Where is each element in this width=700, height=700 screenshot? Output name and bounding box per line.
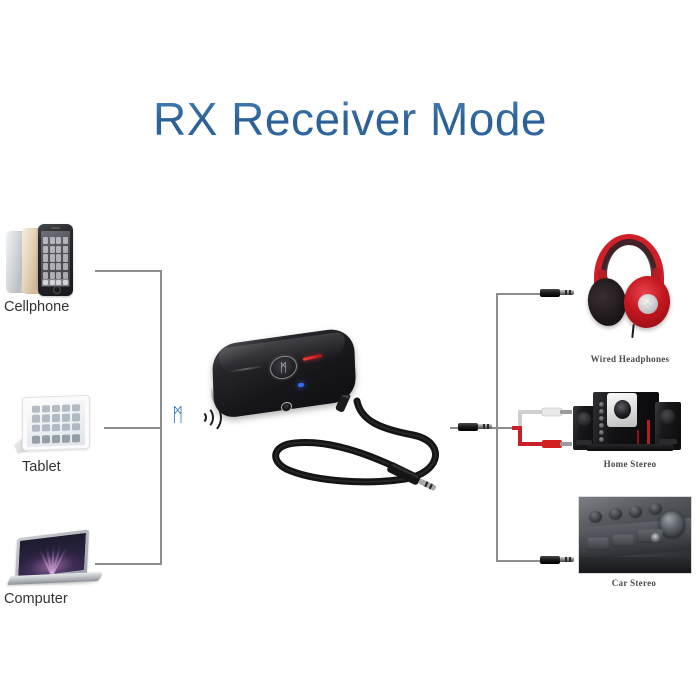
- satellite-speaker-right: [655, 402, 681, 450]
- source-tablet: [14, 394, 90, 458]
- source-computer: [6, 529, 104, 594]
- car-button-2: [609, 508, 622, 519]
- label-cellphone: Cellphone: [4, 299, 70, 315]
- tablet-dock: [32, 433, 80, 444]
- car-lower-trim: [579, 557, 691, 573]
- satellite-speaker-left: [573, 406, 596, 450]
- car-preset-2: [612, 534, 634, 547]
- connector-line-computer: [95, 563, 162, 565]
- signal-wave-3-icon: [194, 401, 222, 434]
- output-wired-headphones: [578, 232, 682, 344]
- car-volume-knob: [659, 511, 685, 537]
- laptop-shadow: [18, 582, 92, 585]
- phone-screen: [41, 231, 70, 287]
- car-preset-1: [587, 537, 609, 550]
- phone-dock: [42, 279, 69, 286]
- connector-line-cellphone: [95, 270, 162, 272]
- label-computer: Computer: [4, 591, 68, 607]
- label-wired-headphones: Wired Headphones: [590, 354, 670, 364]
- car-button-1: [589, 511, 602, 522]
- car-button-4: [649, 503, 662, 514]
- headphone-logo-disc: [638, 294, 658, 314]
- phone-app-grid: [43, 237, 68, 279]
- connector-line-home-stereo: [496, 427, 512, 429]
- connector-line-tablet: [104, 427, 162, 429]
- laptop-screen: [18, 532, 86, 579]
- audio-cable: [272, 395, 439, 491]
- headphone-headband-padding: [601, 239, 657, 289]
- car-aux-port: [651, 533, 660, 543]
- speaker-base: [587, 444, 673, 451]
- tablet-body: [22, 394, 90, 452]
- label-tablet: Tablet: [22, 459, 61, 475]
- label-home-stereo: Home Stereo: [603, 459, 657, 469]
- subwoofer-controls: [599, 402, 604, 442]
- connector-line-headphones: [496, 293, 543, 295]
- page-title: RX Receiver Mode: [0, 92, 700, 146]
- subwoofer-face: [607, 393, 637, 427]
- connector-trunk-left: [160, 270, 162, 564]
- car-button-3: [629, 506, 642, 517]
- subwoofer-driver: [614, 400, 631, 419]
- bluetooth-icon: ᛗ: [172, 405, 184, 426]
- iphone-black: [38, 224, 73, 296]
- rca-cable: [512, 407, 572, 448]
- phone-earpiece: [51, 227, 60, 229]
- output-home-stereo: [573, 392, 685, 454]
- headphone-cord: [631, 323, 635, 339]
- connector-line-car-stereo: [496, 560, 543, 562]
- tablet-app-grid: [32, 403, 80, 433]
- bluetooth-button-icon: ᛗ: [279, 359, 288, 375]
- label-car-stereo: Car Stereo: [611, 578, 657, 588]
- tablet-screen: [27, 399, 85, 447]
- output-car-stereo: [578, 496, 692, 574]
- phone-home-button: [52, 285, 61, 294]
